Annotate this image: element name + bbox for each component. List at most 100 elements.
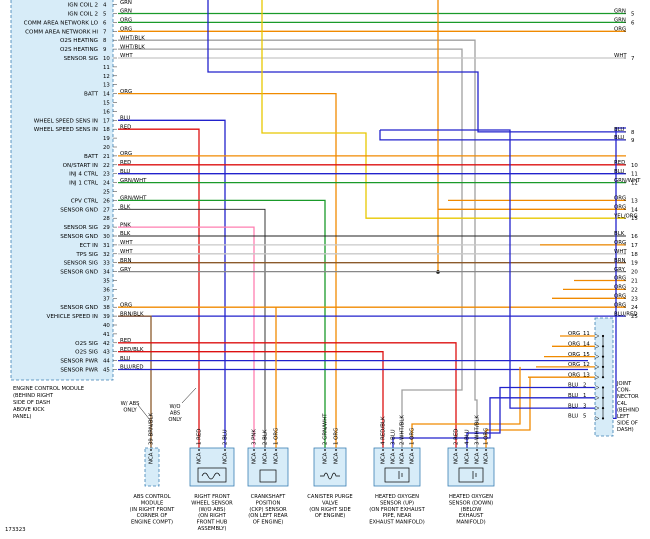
component-pin-label: 4 RED/BLK xyxy=(381,416,387,445)
ecm-pin-label: SENSOR PWR xyxy=(60,368,98,374)
wire-blu-8 xyxy=(207,0,626,133)
ecm-pin-number: 6 xyxy=(103,20,107,26)
right-pin-number: 6 xyxy=(631,20,635,26)
ecm-wire-code: BLK xyxy=(120,231,131,237)
note-arrow xyxy=(137,404,151,421)
ecm-pin-label: O2S SIG xyxy=(75,350,98,356)
wire-ckp-blk xyxy=(118,208,266,448)
ecm-pin-number: 37 xyxy=(103,296,110,302)
joint-pin-chevron xyxy=(594,354,600,359)
component-box xyxy=(247,447,289,487)
ecm-wire-code: BRN xyxy=(120,258,131,264)
ecm-pin-label: IGN COIL 2 xyxy=(68,12,98,18)
connector-code: NCA xyxy=(381,452,387,464)
ecm-pin-number: 42 xyxy=(103,341,110,347)
joint-pin-chevron xyxy=(594,385,600,390)
component-pin-dot xyxy=(335,449,337,451)
joint-label-line: LEFT xyxy=(617,414,630,420)
ecm-pin-number: 32 xyxy=(103,252,110,258)
ecm-wire-code: ORG xyxy=(120,18,132,24)
ecm-pin-label: ON/START IN xyxy=(63,163,98,169)
ecm-pin-label: SENSOR GND xyxy=(60,270,98,276)
right-pin-number: 20 xyxy=(631,270,638,276)
component-label-line: (ON RIGHT xyxy=(198,513,227,519)
ecm-pin-label: WHEEL SPEED SENS IN xyxy=(34,127,98,133)
joint-pin-number: 2 xyxy=(583,383,586,389)
joint-pin-chevron xyxy=(594,344,600,349)
component-pin-label: 2 BLK xyxy=(263,429,269,445)
component-pin-dot xyxy=(476,449,478,451)
component-label-line: ENGINE COMPT) xyxy=(131,520,173,526)
component-label-line: PIPE, NEAR xyxy=(383,513,412,519)
ecm-pin-number: 36 xyxy=(103,287,110,293)
connector-code: NCA xyxy=(274,452,280,464)
right-pin-number: 5 xyxy=(631,12,634,18)
connector-code: NCA xyxy=(410,452,416,464)
component-pin-label: 4 BLU xyxy=(465,429,471,445)
coil-icon xyxy=(201,472,221,480)
joint-pin-number: 11 xyxy=(583,331,590,337)
component-label-line: MODULE xyxy=(141,500,164,506)
wire-o2up-blu xyxy=(392,397,595,448)
ecm-wire-code: RED xyxy=(120,160,131,166)
ecm-wire-code: WHT/BLK xyxy=(120,44,145,50)
joint-pin-number: 1 xyxy=(583,393,586,399)
ecm-pin-label: INJ 1 CTRL xyxy=(69,181,99,187)
component-pin-dot xyxy=(264,449,266,451)
joint-pin-number: 14 xyxy=(583,342,590,348)
ecm-wire-code: ORG xyxy=(120,302,132,308)
note-w-abs: ONLY xyxy=(123,407,137,413)
ecm-pin-number: 15 xyxy=(103,101,110,107)
ecm-title-line: PANEL) xyxy=(13,414,31,420)
ecm-wire-code: ORG xyxy=(120,89,132,95)
component-label-line: CORNER OF xyxy=(137,513,168,519)
component-label-line: POSITION xyxy=(256,500,281,506)
joint-wire-code: BLU xyxy=(568,403,578,409)
ecm-pin-label: SENSOR GND xyxy=(60,305,98,311)
ecm-pin-number: 40 xyxy=(103,323,110,329)
connector-code: NCA xyxy=(149,452,155,464)
connector-code: NCA xyxy=(334,452,340,464)
joint-pin-chevron xyxy=(594,333,600,339)
ecm-wire-code: WHT xyxy=(120,240,133,246)
ecm-wire-code: BLU xyxy=(120,356,130,362)
component-label-line: (W/O ABS) xyxy=(199,507,226,513)
ecm-wire-code: GRN xyxy=(120,9,132,15)
heater-icon xyxy=(472,471,477,479)
component-pin-label: 1 RED xyxy=(197,429,203,445)
right-wire-code: GRN/WHT xyxy=(614,178,641,184)
connector-code: NCA xyxy=(323,452,329,464)
right-wire-code: ORG xyxy=(614,276,626,282)
wire-o2up-org xyxy=(411,366,521,448)
component-label-line: (ON LEFT REAR xyxy=(248,513,288,519)
ecm-pin-number: 44 xyxy=(103,359,110,365)
joint-label-line: JOINT xyxy=(616,381,632,387)
joint-pin-number: 5 xyxy=(583,414,586,420)
ecm-wire-code: PNK xyxy=(120,222,131,228)
ecm-pin-number: 13 xyxy=(103,83,110,89)
ecm-pin-number: 34 xyxy=(103,270,110,276)
right-wire-code: GRN xyxy=(614,9,626,15)
component-label-line: CRANKSHAFT xyxy=(251,494,286,500)
note-w-abs: W/ ABS xyxy=(121,401,140,407)
component-pin-dot xyxy=(455,449,457,451)
ecm-wire-code: GRN/WHT xyxy=(120,196,147,202)
ecm-title-line: SIDE OF DASH xyxy=(13,400,50,406)
right-pin-number: 7 xyxy=(631,56,634,62)
component-label-line: OF ENGINE) xyxy=(253,520,284,526)
o2-sensor-icon xyxy=(384,467,410,483)
component-label-line: (ON FRONT EXHAUST xyxy=(369,507,425,513)
component-pin-dot xyxy=(466,449,468,451)
joint-pin-number: 12 xyxy=(583,362,590,368)
ecm-title-line: ENGINE CONTROL MODULE xyxy=(13,386,84,392)
diagram-id: 173323 xyxy=(5,527,26,533)
ecm-pin-number: 30 xyxy=(103,234,110,240)
connector-code: NCA xyxy=(223,452,229,464)
component-pin-label: 1 ORG xyxy=(334,428,340,445)
ecm-wire-code: GRN xyxy=(120,0,132,6)
component-label-line: HEATED OXYGEN xyxy=(449,494,493,500)
component-label-line: EXHAUST xyxy=(459,513,484,519)
